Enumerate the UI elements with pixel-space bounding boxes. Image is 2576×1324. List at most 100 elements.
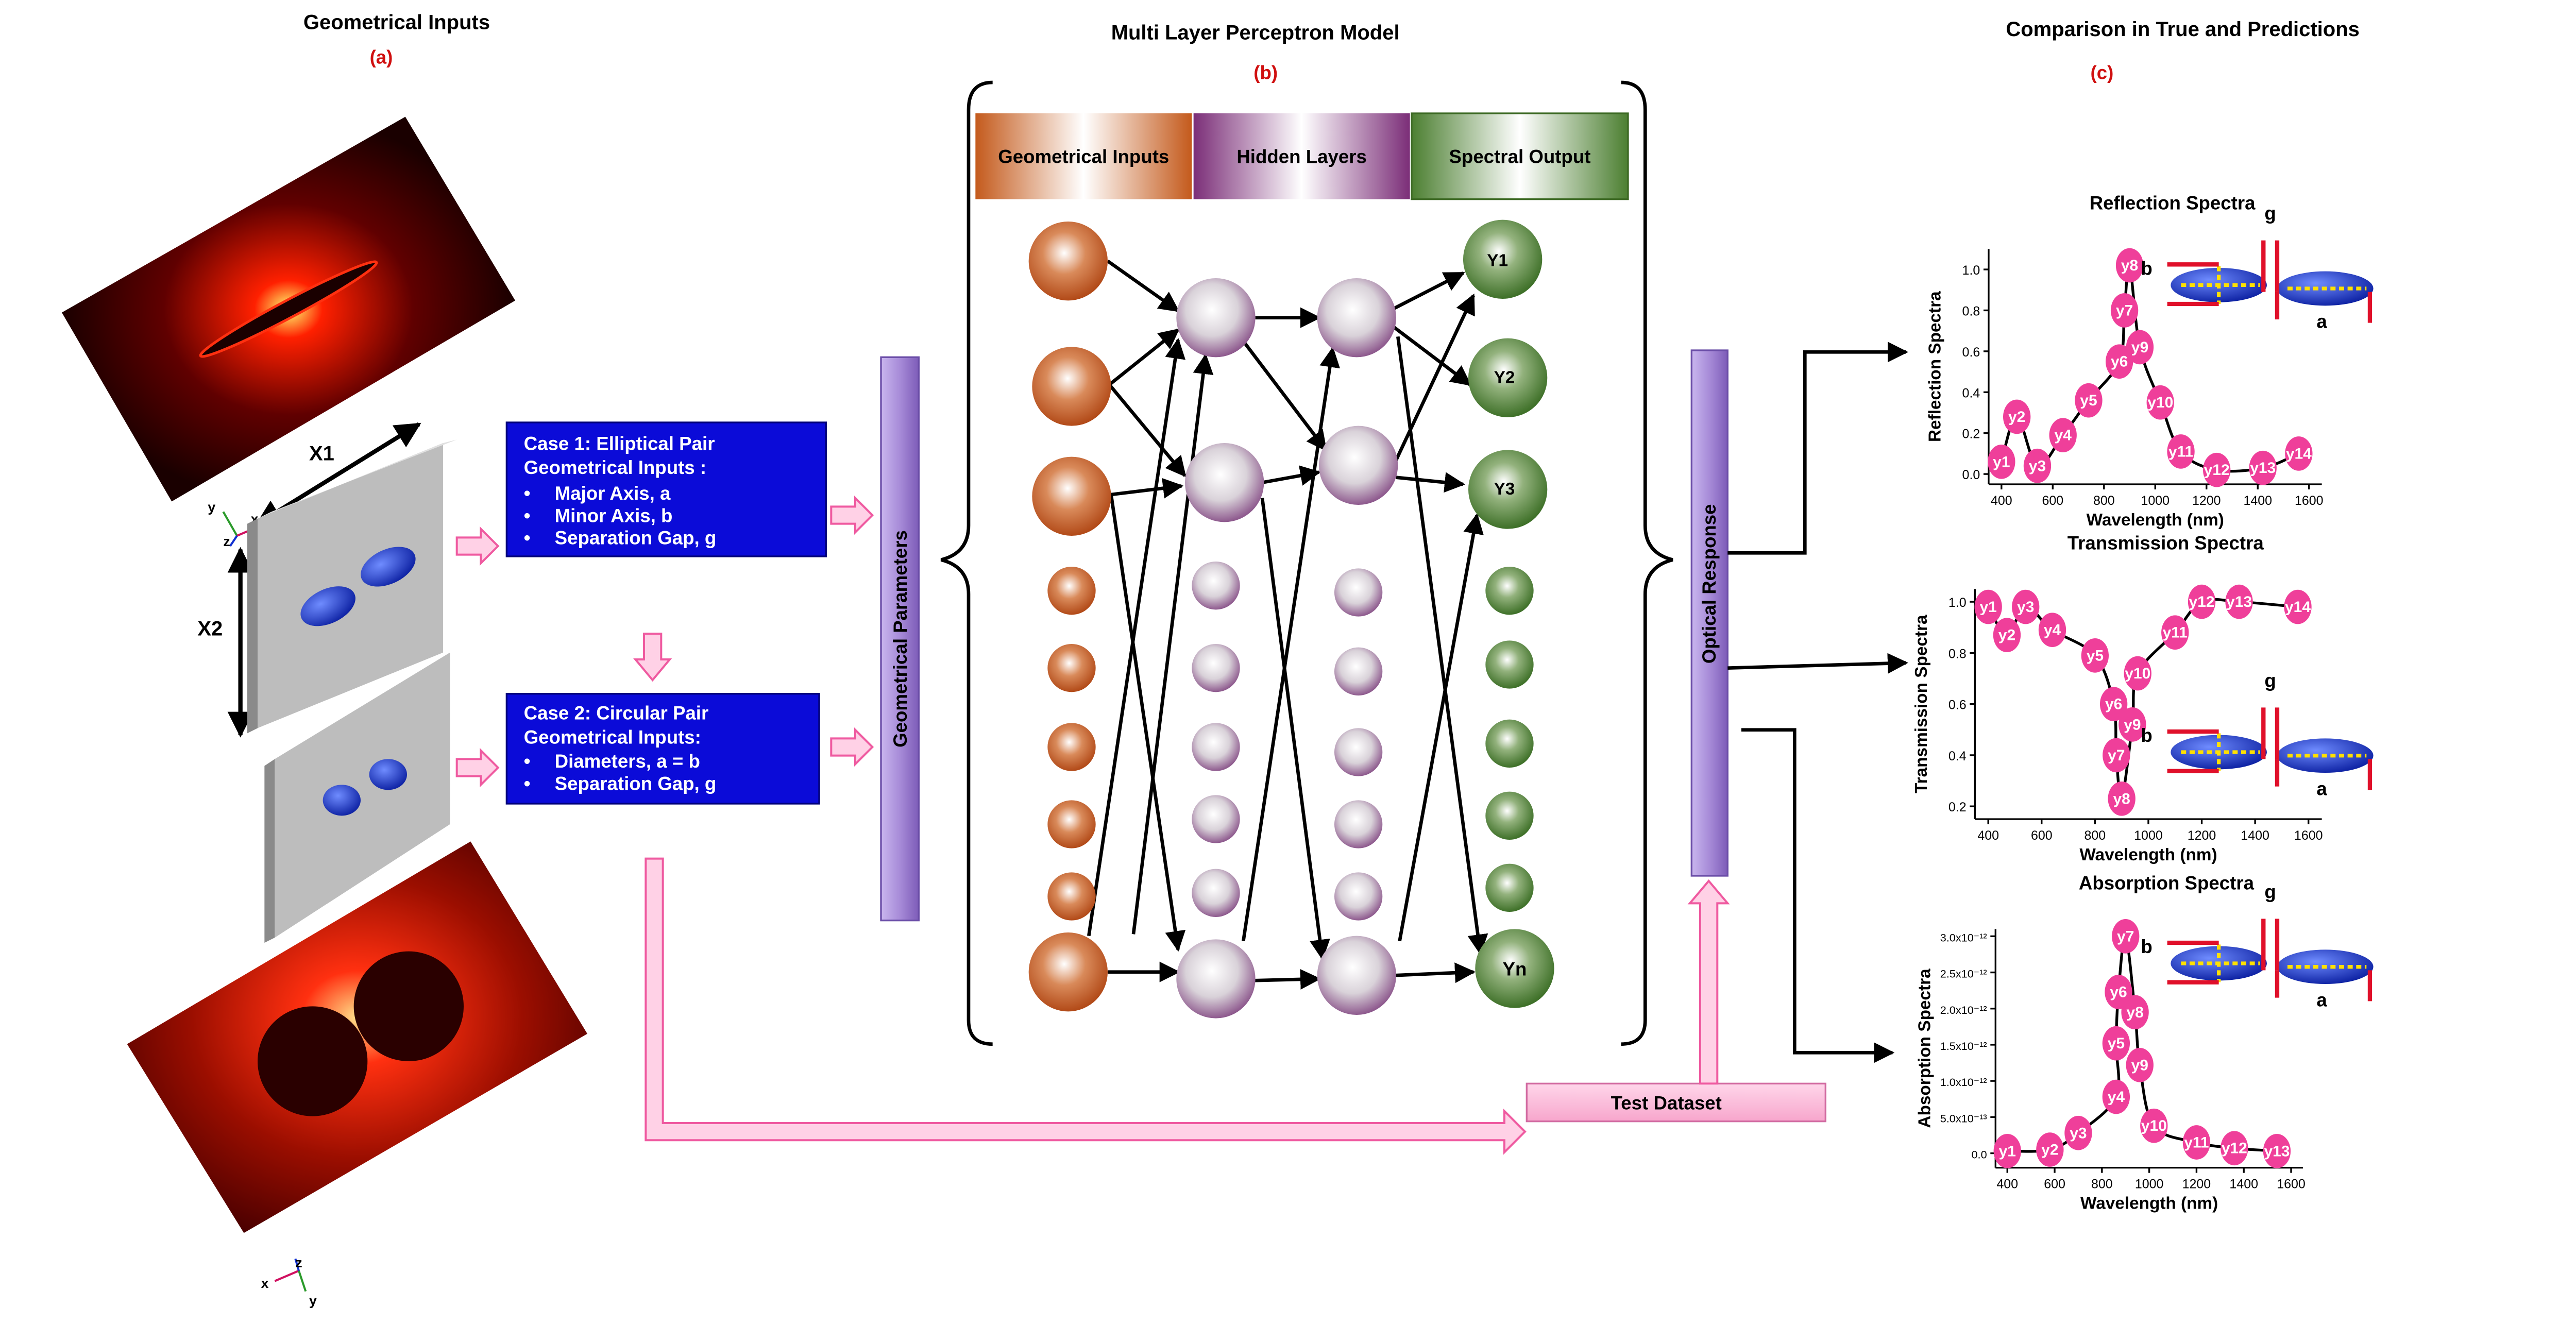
y-tick-label: 1.0x10⁻¹² — [1940, 1076, 1987, 1089]
x-axis-label: Wavelength (nm) — [2080, 1194, 2218, 1213]
data-point-label: y8 — [2126, 1004, 2143, 1021]
data-point — [2023, 448, 2052, 483]
data-point-label: y2 — [2008, 409, 2025, 426]
x2-label: X2 — [197, 617, 223, 640]
data-point — [2012, 589, 2040, 624]
data-point-label: y6 — [2110, 983, 2127, 1000]
panel-b-title: Multi Layer Perceptron Model — [1111, 22, 1400, 44]
data-point — [2126, 1047, 2154, 1082]
inset-label-a: a — [2316, 778, 2327, 799]
data-point-label: y6 — [2111, 353, 2128, 370]
y-axis-label: Absorption Spectra — [1916, 969, 1935, 1128]
x-tick-label: 600 — [2031, 828, 2053, 843]
data-point — [1988, 444, 2015, 479]
right-brace — [1621, 80, 1673, 1046]
data-point-label: y5 — [2080, 392, 2097, 409]
x-tick-label: 1600 — [2294, 828, 2323, 843]
data-point — [2102, 1026, 2130, 1061]
output-nodes — [1463, 219, 1554, 1008]
data-point — [2110, 293, 2139, 328]
x-tick-label: 1200 — [2188, 828, 2216, 843]
svg-text:z: z — [223, 534, 230, 549]
inset-label-b: b — [2141, 936, 2152, 957]
svg-text:•: • — [524, 505, 531, 526]
inset-label-g: g — [2264, 881, 2276, 902]
data-point-label: y9 — [2131, 1057, 2148, 1074]
inset-label-a: a — [2316, 311, 2327, 332]
header-spectral-output: Spectral Output — [1411, 112, 1629, 200]
y-tick-label: 1.0 — [1962, 263, 1980, 278]
data-point — [2103, 738, 2130, 773]
data-point — [2115, 248, 2144, 283]
response-connectors — [1727, 342, 1908, 1063]
data-point-label: y1 — [1999, 1143, 2016, 1160]
inset-label-b: b — [2141, 258, 2152, 279]
x-tick-label: 1200 — [2182, 1177, 2211, 1192]
data-point-label: y13 — [2264, 1143, 2290, 1160]
x-axis-label: Wavelength (nm) — [2079, 845, 2217, 864]
data-point-label: y13 — [2250, 460, 2276, 477]
substrate-circular — [264, 652, 450, 943]
x-tick-label: 600 — [2044, 1177, 2065, 1192]
x-tick-label: 1400 — [2229, 1177, 2258, 1192]
test-up-arrow — [1687, 879, 1730, 1085]
data-point — [1993, 1134, 2021, 1168]
data-point — [1974, 589, 2002, 624]
pink-arrows-a — [455, 495, 874, 788]
svg-text:y: y — [208, 499, 215, 515]
x-tick-label: 1000 — [2135, 1177, 2164, 1192]
data-point — [2124, 656, 2151, 691]
svg-text:•: • — [524, 528, 531, 549]
data-point-label: y3 — [2017, 599, 2034, 616]
data-point — [2221, 1131, 2248, 1166]
case2-subtitle: Geometrical Inputs: — [524, 726, 701, 748]
y-tick-label: 2.5x10⁻¹² — [1940, 967, 1987, 980]
output-label: Y2 — [1494, 368, 1515, 387]
panel-b-tag: (b) — [1253, 62, 1278, 83]
case1-item: Separation Gap, g — [555, 528, 717, 549]
data-point — [2099, 687, 2128, 721]
panel-a-tag: (a) — [370, 46, 393, 67]
geom-params-bar: Geometrical Parameters — [880, 356, 920, 922]
data-point — [2064, 1115, 2092, 1150]
data-point-label: y5 — [2087, 647, 2104, 664]
inset-label-b: b — [2141, 725, 2152, 746]
data-point-label: y14 — [2285, 599, 2311, 616]
data-point — [2038, 613, 2066, 648]
data-point-label: y10 — [2141, 1117, 2167, 1134]
y-tick-label: 0.0 — [1972, 1148, 1987, 1161]
y-tick-label: 0.4 — [1948, 749, 1967, 763]
input-nodes — [1028, 221, 1111, 1012]
svg-text:Hidden Layers: Hidden Layers — [1236, 146, 1367, 167]
data-point-label: y10 — [2125, 665, 2150, 682]
inset-label-g: g — [2264, 203, 2276, 224]
data-point — [2121, 995, 2149, 1030]
x-tick-label: 1400 — [2243, 494, 2272, 508]
data-point-label: y12 — [2222, 1140, 2247, 1157]
data-point-label: y3 — [2070, 1125, 2087, 1142]
header-hidden-layers: Hidden Layers — [1193, 113, 1410, 199]
x-tick-label: 400 — [1996, 1177, 2018, 1192]
data-point — [2108, 781, 2136, 816]
data-point — [2285, 436, 2313, 471]
data-point-label: y8 — [2121, 257, 2138, 274]
data-point — [2049, 418, 2077, 453]
data-point-label: y11 — [2168, 443, 2193, 460]
data-point — [1993, 618, 2021, 652]
svg-text:y: y — [309, 1293, 317, 1308]
data-point-label: y7 — [2108, 747, 2125, 764]
data-point-label: y1 — [1980, 599, 1997, 616]
hidden-nodes — [1176, 278, 1398, 1019]
data-point-label: y11 — [2163, 624, 2188, 641]
left-brace — [940, 80, 993, 1046]
field-map-elliptical — [61, 116, 515, 502]
nn-connections — [1087, 259, 1488, 990]
data-point — [2126, 330, 2154, 365]
panel-a-title: Geometrical Inputs — [303, 11, 490, 34]
data-point-label: y7 — [2116, 302, 2133, 319]
output-label: Yn — [1503, 958, 1527, 979]
inset-label-g: g — [2264, 670, 2276, 691]
